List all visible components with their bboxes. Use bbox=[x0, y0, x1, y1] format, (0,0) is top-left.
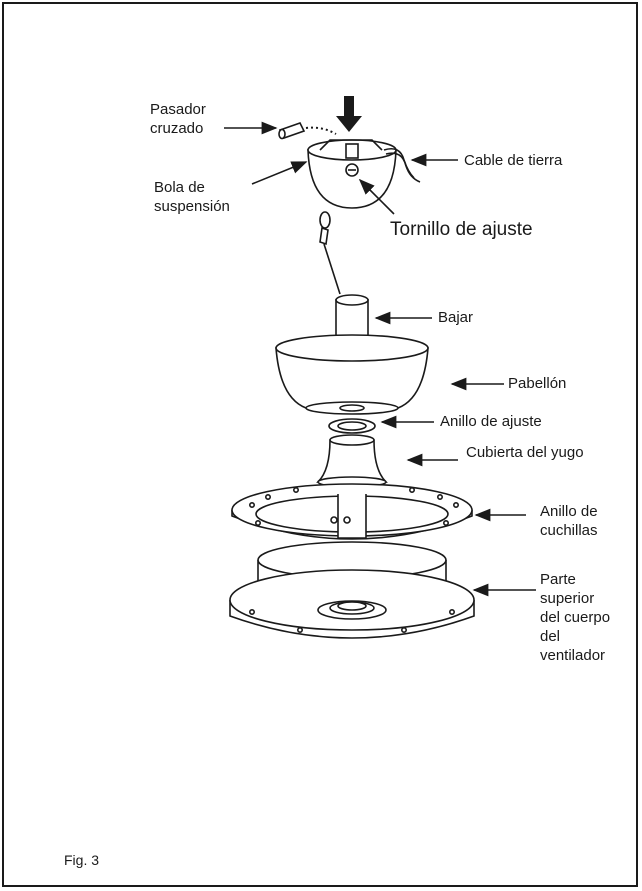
label-blade-ring: Anillo de cuchillas bbox=[540, 503, 598, 539]
canopy bbox=[275, 334, 429, 415]
label-canopy: Pabellón bbox=[508, 375, 567, 392]
trim-ring bbox=[328, 418, 376, 434]
label-motor-top: Parte superior del cuerpo del ventilador bbox=[540, 571, 611, 664]
downrod bbox=[335, 294, 369, 342]
label-yoke-cover: Cubierta del yugo bbox=[466, 444, 584, 461]
blade-ring bbox=[231, 483, 473, 540]
label-set-screw: Tornillo de ajuste bbox=[390, 219, 533, 240]
safety-cable bbox=[319, 211, 341, 295]
leader-lines bbox=[224, 121, 536, 597]
cross-pin bbox=[278, 122, 306, 140]
label-ground-wire: Cable de tierra bbox=[464, 152, 563, 169]
label-trim-ring: Anillo de ajuste bbox=[440, 413, 542, 430]
label-downrod: Bajar bbox=[438, 309, 474, 326]
label-cross-pin: Pasador cruzado bbox=[150, 101, 206, 137]
yoke-cover bbox=[316, 434, 388, 488]
label-hanger-ball: Bola de suspensión bbox=[154, 179, 230, 215]
insert-down-arrow bbox=[336, 96, 362, 132]
figure-caption: Fig. 3 bbox=[64, 852, 100, 868]
motor-housing-top bbox=[229, 541, 475, 639]
hanger-ball bbox=[307, 139, 421, 209]
